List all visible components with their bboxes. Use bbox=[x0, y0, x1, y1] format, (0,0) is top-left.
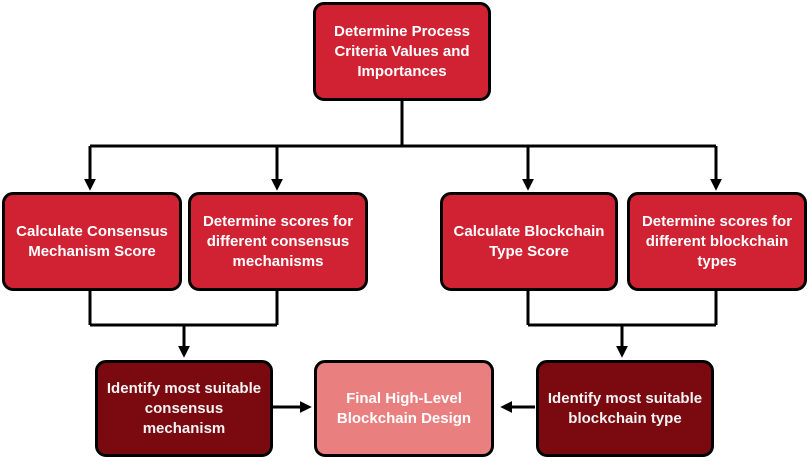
calculate-type-label: Calculate Blockchain Type Score bbox=[453, 222, 605, 260]
type-scores-label: Determine scores for different blockchai… bbox=[641, 212, 793, 270]
identify-type-node: Identify most suitable blockchain type bbox=[536, 360, 714, 457]
determine-criteria-label: Determine Process Criteria Values and Im… bbox=[334, 22, 470, 80]
calculate-consensus-label: Calculate Consensus Mechanism Score bbox=[16, 222, 168, 260]
consensus-scores-node: Determine scores for different consensus… bbox=[188, 192, 368, 291]
identify-type-label: Identify most suitable blockchain type bbox=[547, 389, 703, 427]
identify-consensus-label: Identify most suitable consensus mechani… bbox=[106, 379, 262, 437]
determine-criteria-node: Determine Process Criteria Values and Im… bbox=[313, 2, 491, 101]
final-design-label: Final High-Level Blockchain Design bbox=[336, 389, 472, 427]
calculate-type-node: Calculate Blockchain Type Score bbox=[440, 192, 618, 291]
final-design-node: Final High-Level Blockchain Design bbox=[314, 360, 494, 457]
consensus-scores-label: Determine scores for different consensus… bbox=[202, 212, 354, 270]
calculate-consensus-node: Calculate Consensus Mechanism Score bbox=[2, 192, 182, 291]
type-scores-node: Determine scores for different blockchai… bbox=[627, 192, 807, 291]
identify-consensus-node: Identify most suitable consensus mechani… bbox=[95, 360, 273, 457]
